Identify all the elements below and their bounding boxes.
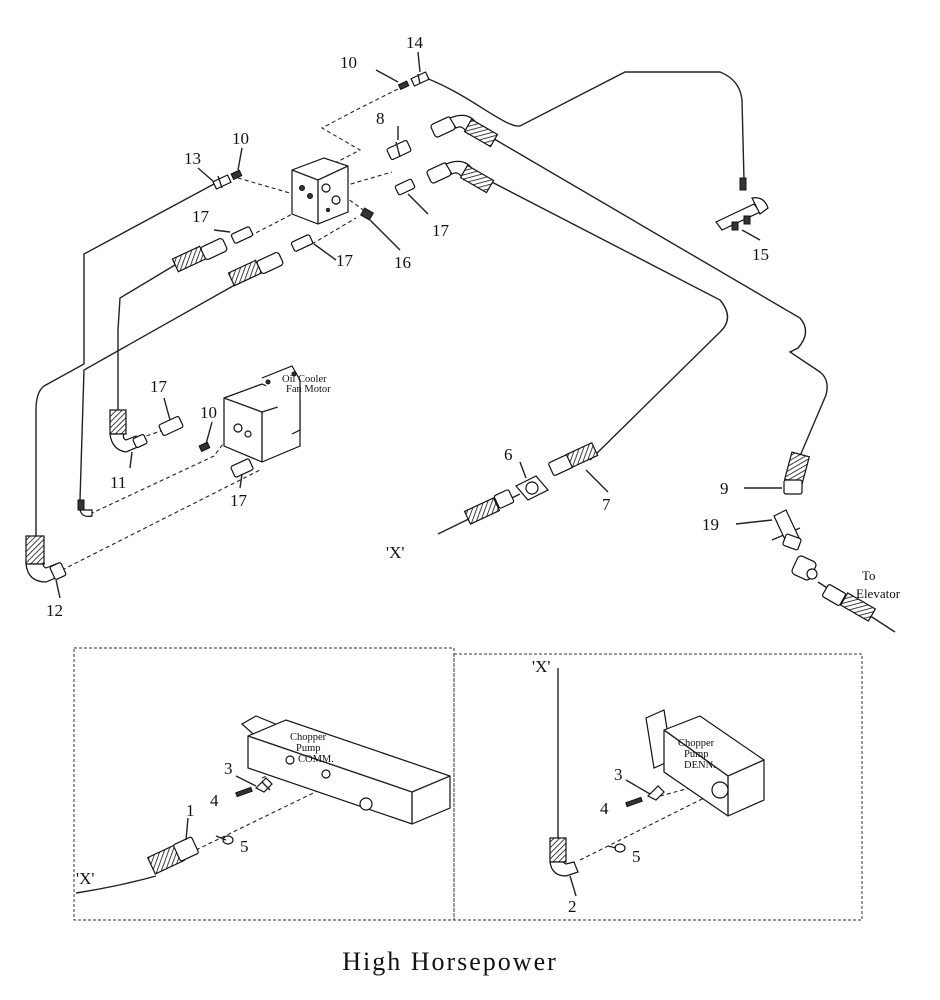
assembly-lines — [61, 85, 721, 861]
oring-5-left — [222, 835, 234, 845]
hose-end-elevator — [821, 584, 877, 622]
hose-to-fan-motor — [79, 281, 241, 501]
plug-16 — [359, 207, 375, 221]
pump-denn-label-line-3: DENN. — [684, 760, 716, 771]
label-part-9: 9 — [720, 479, 729, 498]
label-part-2: 2 — [568, 897, 577, 916]
hose-to-elevator-valve — [483, 132, 828, 457]
tee-15 — [715, 177, 769, 231]
oring-5-right — [614, 843, 626, 853]
label-part-17-left: 17 — [192, 207, 210, 226]
label-part-11: 11 — [110, 473, 126, 492]
fitting-10-fan — [198, 441, 211, 453]
label-part-8: 8 — [376, 109, 385, 128]
elbow-11 — [109, 409, 148, 453]
bolt-4-right — [625, 796, 643, 808]
fitting-17-fan-a — [158, 415, 184, 437]
detail-box-dennison — [453, 653, 863, 921]
pump-comm-label-line-3: COMM. — [298, 754, 334, 765]
elbow-hose-end-upper — [430, 114, 499, 148]
fitting-10-left — [230, 169, 243, 181]
label-part-4-left: 4 — [210, 791, 219, 810]
label-part-17-fan-bottom: 17 — [230, 491, 248, 510]
fitting-7 — [548, 441, 599, 476]
fan-motor-label-line-1: Oil Cooler — [282, 374, 327, 385]
callouts: 'X' 'X' 'X' To Elevator Oil Cooler Fan M… — [76, 374, 901, 888]
fan-motor-label-line-2: Fan Motor — [286, 384, 331, 395]
pump-denn-label-line-1: Chopper — [678, 738, 715, 749]
label-part-19: 19 — [702, 515, 719, 534]
label-part-12: 12 — [46, 601, 63, 620]
hose-to-elbow-11 — [117, 261, 181, 410]
label-part-3-right: 3 — [614, 765, 623, 784]
label-part-3-left: 3 — [224, 759, 233, 778]
fitting-13 — [212, 174, 232, 190]
bolt-4-left — [235, 786, 253, 798]
fitting-1 — [146, 836, 199, 875]
label-part-5-left: 5 — [240, 837, 249, 856]
hose-to-pump-feed — [483, 177, 729, 461]
hose-x-left — [75, 875, 157, 894]
fitting-6 — [515, 475, 549, 501]
pump-comm-label-line-1: Chopper — [290, 732, 327, 743]
label-part-6: 6 — [504, 445, 513, 464]
callout-elevator: Elevator — [856, 586, 901, 601]
flange-3-left — [254, 777, 273, 793]
fitting-valve — [791, 555, 818, 581]
hose-end-9 — [783, 451, 811, 495]
chopper-pump-comm — [240, 715, 451, 825]
flange-3-right — [646, 785, 665, 801]
fitting-17-fan-b — [230, 458, 254, 478]
pump-denn-label-line-2: Pump — [684, 749, 709, 760]
callout-x-main: 'X' — [386, 543, 404, 562]
elbow-hose-end-lower — [426, 160, 495, 194]
leader-lines — [55, 51, 782, 897]
label-part-10-fan: 10 — [200, 403, 217, 422]
hose-end-left-b — [227, 251, 284, 287]
label-part-17-upper: 17 — [432, 221, 450, 240]
hose-to-elbow-12 — [35, 183, 215, 538]
hose-routes — [35, 71, 896, 894]
elbow-2 — [549, 837, 579, 877]
label-part-7: 7 — [602, 495, 611, 514]
label-part-16: 16 — [394, 253, 411, 272]
elbow-12 — [25, 535, 67, 583]
chopper-pump-denn — [645, 709, 765, 817]
caption: High Horsepower — [342, 947, 558, 976]
label-part-4-right: 4 — [600, 799, 609, 818]
label-part-13: 13 — [184, 149, 201, 168]
callout-x-right: 'X' — [532, 657, 550, 676]
oil-cooler-fan-motor — [223, 365, 301, 463]
label-part-5-right: 5 — [632, 847, 641, 866]
fitting-17-left-a — [230, 226, 254, 244]
label-part-10-left: 10 — [232, 129, 249, 148]
fitting-17-upper-right — [394, 178, 416, 196]
fitting-8 — [386, 139, 412, 161]
label-part-14: 14 — [406, 33, 424, 52]
pump-comm-label-line-2: Pump — [296, 743, 321, 754]
label-part-1: 1 — [186, 801, 195, 820]
callout-x-left: 'X' — [76, 869, 94, 888]
label-part-17-fan-top: 17 — [150, 377, 168, 396]
manifold-block — [291, 157, 349, 225]
fitting-10-top — [397, 80, 410, 91]
fitting-14 — [410, 71, 430, 87]
label-part-10-top: 10 — [340, 53, 357, 72]
label-part-17-middle: 17 — [336, 251, 354, 270]
hose-to-tee — [425, 71, 745, 181]
callout-to: To — [862, 568, 876, 583]
fitting-small-fan-line — [77, 499, 93, 517]
hose-end-left-a — [171, 237, 228, 273]
part-labels: 10 14 8 13 10 17 17 17 16 15 17 10 11 17… — [46, 33, 769, 916]
fitting-17-left-b — [290, 234, 314, 252]
fitting-19 — [773, 509, 802, 551]
hose-end-x-main — [463, 489, 515, 525]
label-part-15: 15 — [752, 245, 769, 264]
